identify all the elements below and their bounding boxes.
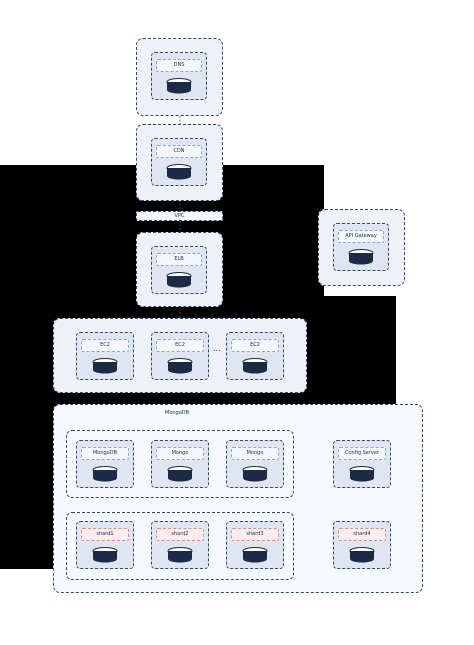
app-label-3: EC2 — [231, 339, 279, 352]
api-node[interactable]: API Gateway — [333, 223, 389, 271]
shard-label-2: shard2 — [156, 528, 204, 541]
dns-node[interactable]: DNS — [151, 52, 207, 100]
mongo-label-1: MongoDB — [81, 447, 129, 460]
database-icon — [166, 272, 192, 288]
cdn-label: CDN — [156, 145, 202, 158]
database-icon — [349, 466, 375, 482]
mongos-group — [66, 430, 294, 498]
app-node-1[interactable]: EC2 — [76, 332, 134, 380]
shard-label-3: shard3 — [231, 528, 279, 541]
shard-node-2[interactable]: shard2 — [151, 521, 209, 569]
app-node-2[interactable]: EC2 — [151, 332, 209, 380]
database-icon — [242, 358, 268, 374]
app-node-3[interactable]: EC2 — [226, 332, 284, 380]
database-icon — [242, 466, 268, 482]
vpc-label: VPC — [136, 211, 223, 221]
api-label: API Gateway — [338, 230, 384, 243]
shard-node-3[interactable]: shard3 — [226, 521, 284, 569]
ellipsis-label: ... — [213, 344, 221, 353]
database-icon — [348, 249, 374, 265]
database-icon — [166, 78, 192, 94]
lb-label: ELB — [156, 253, 202, 266]
app-label-2: EC2 — [156, 339, 204, 352]
mongo-label-2: Mongo — [156, 447, 204, 460]
cdn-node[interactable]: CDN — [151, 138, 207, 186]
database-icon — [167, 358, 193, 374]
cluster-title: MongoDB — [165, 410, 190, 416]
dark-region-right — [324, 296, 396, 404]
shard-node-1[interactable]: shard1 — [76, 521, 134, 569]
mongo-node-3[interactable]: Mongo — [226, 440, 284, 488]
shard-label-1: shard1 — [81, 528, 129, 541]
mongo-node-2[interactable]: Mongo — [151, 440, 209, 488]
database-icon — [166, 164, 192, 180]
app-label-1: EC2 — [81, 339, 129, 352]
database-icon — [242, 547, 268, 563]
shard-label-4: shard4 — [338, 528, 386, 541]
mongo-label-3: Mongo — [231, 447, 279, 460]
database-icon — [92, 358, 118, 374]
database-icon — [167, 547, 193, 563]
database-icon — [92, 466, 118, 482]
shard-node-4[interactable]: shard4 — [333, 521, 391, 569]
database-icon — [92, 547, 118, 563]
database-icon — [167, 466, 193, 482]
mongo-node-1[interactable]: MongoDB — [76, 440, 134, 488]
shards-group — [66, 512, 294, 580]
lb-node[interactable]: ELB — [151, 246, 207, 294]
database-icon — [349, 547, 375, 563]
config-server-node[interactable]: Config Server — [333, 440, 391, 488]
dns-label: DNS — [156, 59, 202, 72]
config-label: Config Server — [338, 447, 386, 460]
